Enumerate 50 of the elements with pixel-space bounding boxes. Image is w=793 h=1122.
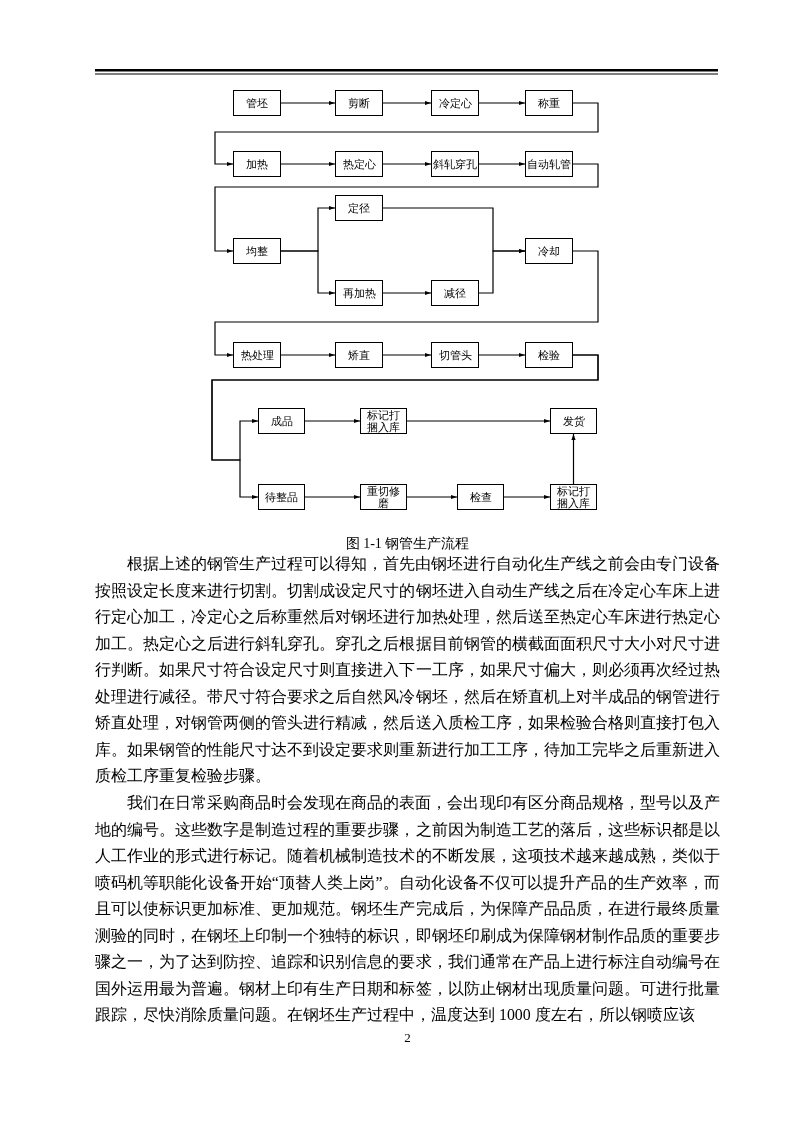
process-box: 剪断 <box>335 90 383 116</box>
figure-caption: 图 1-1 钢管生产流程 <box>345 536 470 551</box>
arrow <box>406 494 458 500</box>
process-box: 冷定心 <box>431 90 479 116</box>
arrow <box>280 161 336 167</box>
arrow <box>382 161 432 167</box>
process-box: 标记打捆入库 <box>360 408 407 434</box>
process-box: 重切修磨 <box>360 484 407 510</box>
process-box: 自动轧管 <box>525 151 573 177</box>
process-box: 加热 <box>233 151 281 177</box>
process-box: 热定心 <box>335 151 383 177</box>
process-box: 减径 <box>431 280 479 306</box>
arrow <box>478 100 526 106</box>
arrow <box>280 100 336 106</box>
process-box: 检查 <box>457 484 504 510</box>
arrow <box>214 163 599 254</box>
process-box: 热处理 <box>233 342 281 368</box>
process-box: 冷却 <box>525 238 573 264</box>
arrow <box>571 433 576 485</box>
arrow <box>478 352 526 358</box>
process-box: 切管头 <box>431 342 479 368</box>
arrow <box>280 250 336 296</box>
body-paragraph: 根据上述的钢管生产过程可以得知，首先由钢坯进行自动化生产线之前会由专门设备按照设定长度来进行切割。切割成设定尺寸的钢坯进入自动生产线之后在冷定心车床上进行定心加工，冷定心之后称重然后对钢坯进行加热处理，然后送至热定心车床进行热定心加工。热定心之后进行斜轧穿孔。穿孔之后根据目前钢管的横截面面积尺寸大小对尺寸进行判断。如果尺寸符合设定尺寸则直接进入下一工序，如果尺寸偏大，则必须再次经过热处理进行减径。带尺寸符合要求之后自然风冷钢坯，然后在矫直机上对半成品的钢管进行矫直处理，对钢管两侧的管头进行精减，然后送入质检工序，如果检验合格则直接打包入库。如果钢管的性能尺寸达不到设定要求则重新进行加工工序，待加工完毕之后重新进入质检工序重复检验步骤。 <box>95 554 720 786</box>
arrow <box>478 248 526 294</box>
process-box: 矫直 <box>335 342 383 368</box>
process-box: 管坯 <box>233 90 281 116</box>
arrow <box>304 418 361 424</box>
process-box: 再加热 <box>335 280 383 306</box>
process-box: 成品 <box>258 408 305 434</box>
arrow <box>280 352 336 358</box>
process-box: 发货 <box>550 408 597 434</box>
arrow <box>211 354 599 500</box>
arrow <box>478 161 526 167</box>
process-box: 定径 <box>335 195 383 221</box>
process-box: 称重 <box>525 90 573 116</box>
process-box: 斜轧穿孔 <box>431 151 479 177</box>
arrow <box>382 290 432 296</box>
process-box: 待整品 <box>258 484 305 510</box>
arrow <box>214 102 599 167</box>
process-box: 检验 <box>525 342 573 368</box>
process-box: 标记打捆入库 <box>550 484 597 510</box>
body-paragraph: 我们在日常采购商品时会发现在商品的表面，会出现印有区分商品规格，型号以及产地的编号。这些数字是制造过程的重要步骤，之前因为制造工艺的落后，这些标识都是以人工作业的形式进行标记。随着机械制造技术的不断发展，这项技术越来越成熟，类似于喷码机等职能化设备开始“顶替人类上岗”。自动化设备不仅可以提升产品的生产效率，而且可以使标识更加标准、更加规范。钢坯生产完成后，为保障产品品质，在进行最终质量测验的同时，在钢坯上印制一个独特的标识，即钢坯印刷成为保障钢材制作品质的重要步骤之一，为了达到防控、追踪和识别信息的要求，我们通常在产品上进行标注自动编号在国外运用最为普遍。钢材上印有生产日期和标签，以防止钢材出现质量问题。可进行批量跟踪，尽快消除质量问题。在钢坯生产过程中，温度达到 1000 度左右，所以钢喷应该 <box>95 793 720 1025</box>
arrow <box>382 352 432 358</box>
process-box: 均整 <box>233 238 281 264</box>
arrow <box>214 250 599 358</box>
arrow <box>382 100 432 106</box>
arrow <box>406 418 551 424</box>
arrow <box>503 494 551 500</box>
page-number: 2 <box>404 1030 411 1045</box>
arrow <box>304 494 361 500</box>
